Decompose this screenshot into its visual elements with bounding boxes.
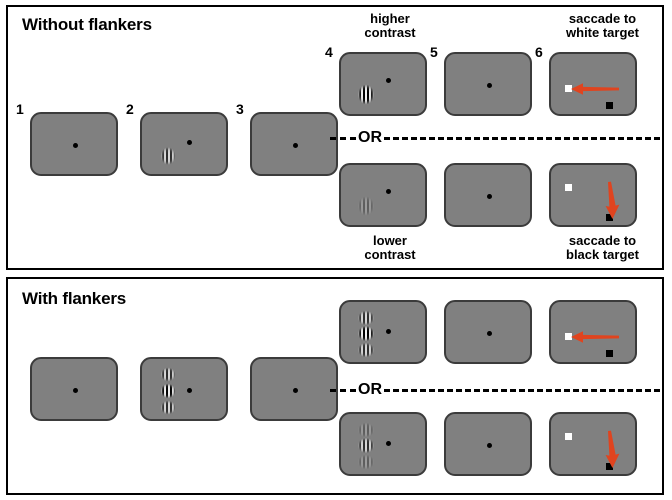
- or-label: OR: [358, 129, 382, 146]
- section-title-without-flankers: Without flankers: [22, 15, 152, 34]
- white-saccade-target: [565, 184, 572, 191]
- grating-target: [158, 381, 178, 401]
- or-dash-right: [384, 388, 660, 392]
- fixation-dot: [487, 443, 492, 448]
- stimulus-frame-3-flankers: [250, 357, 338, 421]
- grating-flanker-bottom: [355, 340, 377, 360]
- stimulus-frame-3: [250, 112, 338, 176]
- fixation-dot: [187, 388, 192, 393]
- stimulus-frame-blank-lower: [444, 163, 532, 227]
- section-title-with-flankers: With flankers: [22, 289, 126, 308]
- or-dash-left: [330, 136, 356, 140]
- stimulus-frame-5: [444, 52, 532, 116]
- saccade-arrow-down: [605, 181, 620, 219]
- frame-number-4: 4: [325, 44, 333, 60]
- or-dash-left: [330, 388, 356, 392]
- fixation-dot: [73, 388, 78, 393]
- white-saccade-target: [565, 85, 572, 92]
- caption-higher-contrast: higher contrast: [364, 11, 416, 40]
- black-saccade-target: [606, 463, 613, 470]
- stimulus-frame-1: [30, 112, 118, 176]
- saccade-arrow-down: [605, 430, 620, 468]
- fixation-dot: [487, 194, 492, 199]
- frame-number-5: 5: [430, 44, 438, 60]
- black-saccade-target: [606, 350, 613, 357]
- stimulus-frame-4-higher-contrast: [339, 52, 427, 116]
- grating-target: [158, 144, 178, 168]
- stimulus-frame-6-saccade-white: [549, 52, 637, 116]
- fixation-dot: [187, 140, 192, 145]
- fixation-dot: [73, 143, 78, 148]
- or-dash-right: [384, 136, 660, 140]
- grating-target-high-contrast: [355, 323, 377, 344]
- fixation-dot: [386, 78, 391, 83]
- saccade-arrow-left: [571, 83, 619, 95]
- or-label: OR: [358, 381, 382, 398]
- stimulus-frame-saccade-black: [549, 163, 637, 227]
- fixation-dot: [386, 441, 391, 446]
- stimulus-frame-blank-flankers-lower: [444, 412, 532, 476]
- frame-number-1: 1: [16, 101, 24, 117]
- fixation-dot: [386, 329, 391, 334]
- stimulus-frame-flankers-lower-contrast: [339, 412, 427, 476]
- or-divider-without-flankers: OR: [330, 130, 660, 146]
- fixation-dot: [487, 331, 492, 336]
- stimulus-frame-lower-contrast: [339, 163, 427, 227]
- grating-target-high-contrast: [355, 81, 377, 108]
- fixation-dot: [293, 143, 298, 148]
- stimulus-frame-6-flankers-saccade-white: [549, 300, 637, 364]
- stimulus-frame-5-flankers: [444, 300, 532, 364]
- white-saccade-target: [565, 333, 572, 340]
- grating-flanker-top: [158, 365, 178, 384]
- frame-number-6: 6: [535, 44, 543, 60]
- or-divider-with-flankers: OR: [330, 382, 660, 398]
- caption-lower-contrast: lower contrast: [364, 233, 416, 262]
- black-saccade-target: [606, 214, 613, 221]
- stimulus-frame-2-flankers: [140, 357, 228, 421]
- stimulus-frame-2: [140, 112, 228, 176]
- grating-flanker-bottom: [355, 452, 377, 472]
- frame-number-3: 3: [236, 101, 244, 117]
- stimulus-frame-1-flankers: [30, 357, 118, 421]
- black-saccade-target: [606, 102, 613, 109]
- grating-flanker-bottom: [158, 398, 178, 417]
- stimulus-frame-4-flankers-higher: [339, 300, 427, 364]
- fixation-dot: [293, 388, 298, 393]
- fixation-dot: [386, 189, 391, 194]
- saccade-arrow-left: [571, 331, 619, 343]
- fixation-dot: [487, 83, 492, 88]
- stimulus-frame-flankers-saccade-black: [549, 412, 637, 476]
- caption-saccade-black: saccade to black target: [566, 233, 639, 262]
- grating-target-low-contrast: [355, 435, 377, 456]
- caption-saccade-white: saccade to white target: [566, 11, 639, 40]
- white-saccade-target: [565, 433, 572, 440]
- frame-number-2: 2: [126, 101, 134, 117]
- grating-target-low-contrast: [355, 193, 377, 219]
